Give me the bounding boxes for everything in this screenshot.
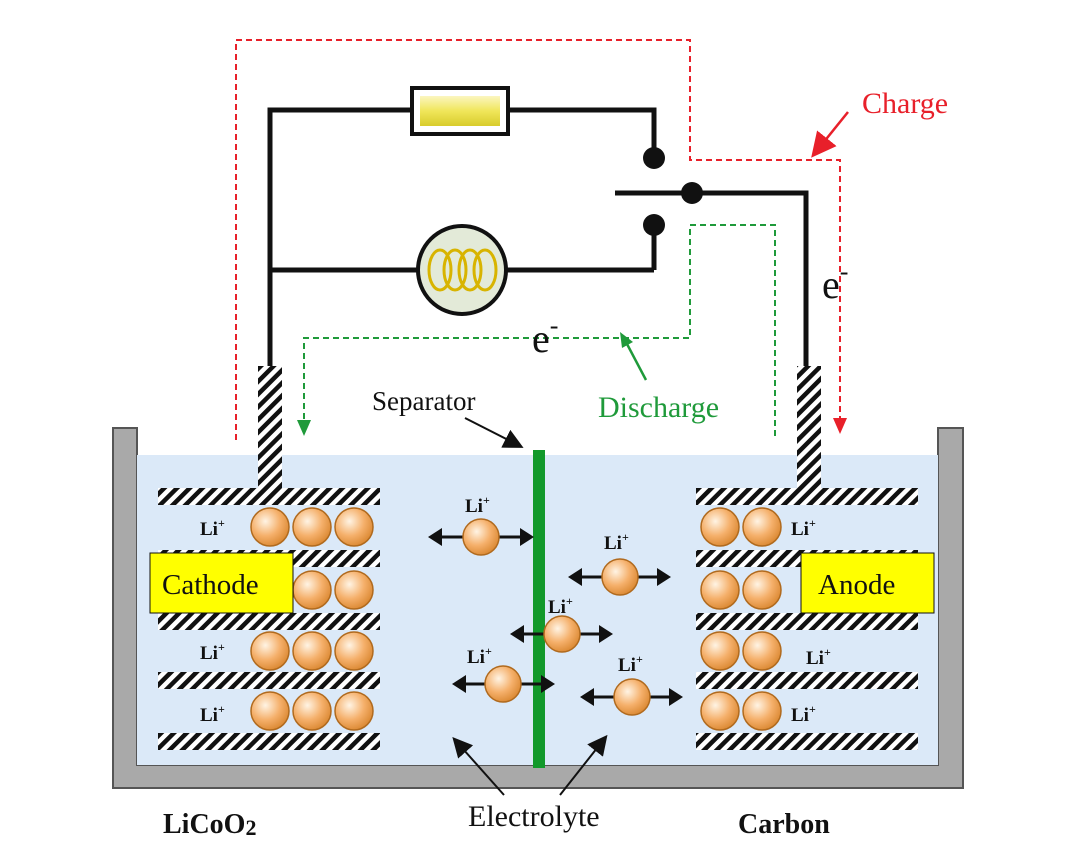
li-label-anode-1: Li+ <box>791 516 816 540</box>
li-label-migrating-2: Li+ <box>604 530 629 554</box>
li-label-migrating-5: Li+ <box>618 652 643 676</box>
discharge-path <box>297 224 776 436</box>
ion-migrating-5 <box>580 678 683 716</box>
li-label-migrating-3: Li+ <box>548 594 573 618</box>
separator-label: Separator <box>372 386 475 416</box>
anode-label-box <box>800 552 935 614</box>
cathode-label-box <box>149 552 294 614</box>
ion-migrating-3 <box>510 615 613 653</box>
li-label-cathode-2: Li+ <box>200 640 225 664</box>
ion-migrating-1 <box>428 518 534 556</box>
anode-label: Anode <box>818 569 895 601</box>
switch <box>643 147 703 236</box>
electron-label-charge: e- <box>822 257 848 307</box>
anode-material-label: Carbon <box>738 809 830 840</box>
cathode-material-label: LiCoO2 <box>163 809 256 840</box>
charge-pointer-arrow <box>811 111 849 158</box>
electron-label-discharge: e- <box>532 311 558 361</box>
electrolyte-pointer-right <box>559 734 608 796</box>
separator-pointer-arrow <box>464 417 524 448</box>
charge-label: Charge <box>862 87 948 120</box>
electrolyte-pointer-left <box>452 737 505 796</box>
li-label-cathode-3: Li+ <box>200 702 225 726</box>
resistor <box>410 86 510 136</box>
electrolyte-label: Electrolyte <box>468 800 600 833</box>
li-label-anode-2: Li+ <box>806 645 831 669</box>
li-label-migrating-4: Li+ <box>467 644 492 668</box>
lithium-ion-labels: Li+ Li+ Li+ Li+ Li+ Li+ Li+ Li+ Li+ Li+ … <box>200 493 831 726</box>
discharge-pointer-arrowhead <box>620 332 633 348</box>
li-label-anode-3: Li+ <box>791 702 816 726</box>
discharge-label: Discharge <box>598 391 719 424</box>
ion-migrating-2 <box>568 558 671 596</box>
anode-ions <box>700 507 782 731</box>
charge-path <box>235 39 849 440</box>
migrating-ions <box>428 518 683 716</box>
li-label-cathode-1: Li+ <box>200 516 225 540</box>
li-label-migrating-1: Li+ <box>465 493 490 517</box>
separator <box>533 450 545 768</box>
light-bulb <box>416 224 508 316</box>
discharge-pointer-line <box>625 343 648 381</box>
ion-migrating-4 <box>452 665 555 703</box>
cathode-label: Cathode <box>162 569 259 601</box>
